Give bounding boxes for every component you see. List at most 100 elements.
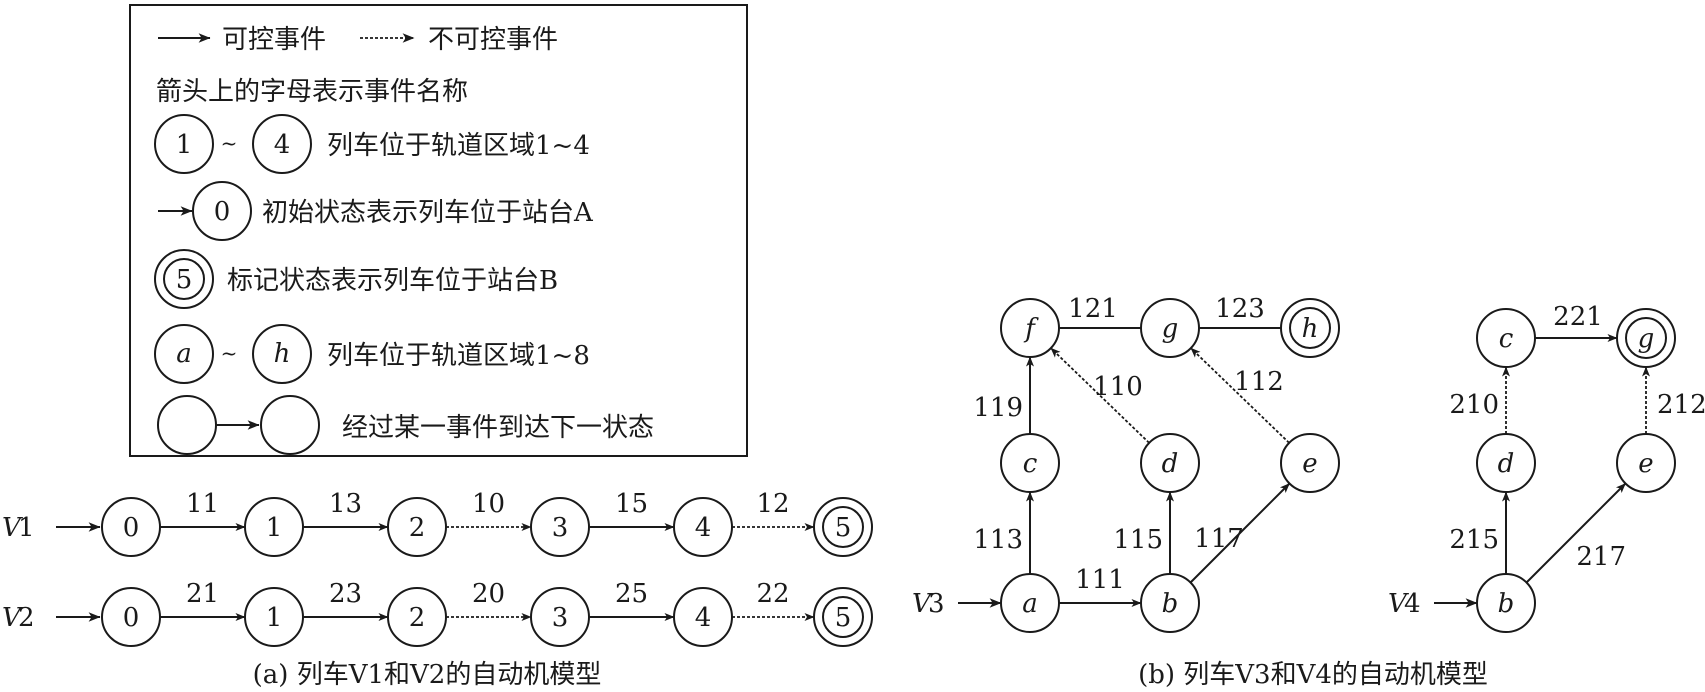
panel-b-v3-label-number: 3 bbox=[928, 589, 945, 619]
legend-state-a bbox=[154, 324, 214, 384]
panel-b-v4-event-label: 212 bbox=[1657, 390, 1705, 420]
legend-marked-state-label: 5 bbox=[176, 265, 193, 295]
legend-to-state bbox=[260, 395, 320, 455]
panel-a-state-label: 3 bbox=[552, 603, 569, 633]
panel-b-v3-event-label: 112 bbox=[1234, 367, 1284, 397]
panel-b-v3-state-label: b bbox=[1162, 589, 1179, 619]
panel-b-v3-state-marked-ring bbox=[1289, 307, 1331, 349]
panel-a-event-label: 20 bbox=[472, 579, 505, 609]
panel-b-v3-state-label: e bbox=[1302, 449, 1317, 479]
panel-b-v4-state bbox=[1476, 573, 1536, 633]
panel-b-v3-event-label: 123 bbox=[1215, 294, 1265, 324]
legend-frame bbox=[129, 4, 748, 457]
panel-b-v3-state bbox=[1280, 433, 1340, 493]
panel-a-row-label-letter: V bbox=[2, 513, 23, 543]
panel-b-v4-state bbox=[1476, 433, 1536, 493]
panel-b-v3-state bbox=[1140, 433, 1200, 493]
panel-a-state-label: 0 bbox=[123, 603, 140, 633]
panel-a-event-label: 11 bbox=[186, 489, 219, 519]
legend-state-h bbox=[252, 324, 312, 384]
panel-b-v3-event-label: 110 bbox=[1093, 372, 1143, 402]
legend-tilde-1: ~ bbox=[221, 131, 238, 155]
panel-b-v4-event-label: 210 bbox=[1449, 390, 1499, 420]
panel-a-event-label: 21 bbox=[186, 579, 219, 609]
legend-from-state bbox=[157, 395, 217, 455]
panel-a-state-marked-ring bbox=[822, 506, 864, 548]
panel-b-v3-state bbox=[1140, 573, 1200, 633]
panel-b-v3-event-label: 113 bbox=[973, 525, 1023, 555]
panel-b-v3-label-letter: V bbox=[912, 589, 933, 619]
panel-b-v3-transition bbox=[1189, 482, 1291, 584]
panel-a-state-label: 5 bbox=[835, 603, 852, 633]
panel-b-v3-state-label: h bbox=[1302, 314, 1319, 344]
panel-a-event-label: 13 bbox=[329, 489, 362, 519]
panel-a-state-label: 5 bbox=[835, 513, 852, 543]
panel-b-v3-event-label: 115 bbox=[1113, 525, 1163, 555]
panel-b-v3-transition bbox=[1050, 347, 1150, 444]
panel-b-v4-state-marked-ring bbox=[1625, 317, 1667, 359]
legend-transition-desc: 经过某一事件到达下一状态 bbox=[342, 413, 654, 443]
panel-b-v4-transition bbox=[1525, 482, 1627, 584]
panel-a-state-label: 3 bbox=[552, 513, 569, 543]
legend-initial-desc: 初始状态表示列车位于站台A bbox=[262, 198, 594, 228]
panel-b-v4-state-label: e bbox=[1638, 449, 1653, 479]
legend-initial-state bbox=[192, 181, 252, 241]
panel-a-event-label: 10 bbox=[472, 489, 505, 519]
panel-b-v4-state-label: c bbox=[1499, 324, 1514, 354]
legend-state-h-label: h bbox=[274, 339, 291, 369]
legend-controllable-text: 可控事件 bbox=[222, 25, 326, 55]
legend-state-a-label: a bbox=[176, 339, 192, 369]
panel-b-v3-state bbox=[1000, 298, 1060, 358]
panel-b-v3-state-label: a bbox=[1022, 589, 1038, 619]
panel-b-v4-state-label: d bbox=[1498, 449, 1515, 479]
panel-b-v3-event-label: 111 bbox=[1075, 565, 1125, 595]
panel-b-v3-state-label: d bbox=[1162, 449, 1179, 479]
legend-state-4 bbox=[252, 114, 312, 174]
panel-a-event-label: 12 bbox=[756, 489, 789, 519]
panel-b-v4-state-label: b bbox=[1498, 589, 1515, 619]
legend-uncontrollable-text: 不可控事件 bbox=[428, 25, 558, 55]
panel-a-event-label: 23 bbox=[329, 579, 362, 609]
panel-a-event-label: 15 bbox=[615, 489, 648, 519]
panel-b-v3-state-label: c bbox=[1023, 449, 1038, 479]
panel-a-event-label: 25 bbox=[615, 579, 648, 609]
panel-b-caption: (b) 列车V3和V4的自动机模型 bbox=[1138, 660, 1488, 690]
panel-b-v3-state bbox=[1000, 573, 1060, 633]
panel-a-state-label: 4 bbox=[695, 603, 712, 633]
panel-b-v3-transition bbox=[1190, 347, 1290, 444]
legend-state-4-label: 4 bbox=[274, 130, 291, 160]
panel-a-state-label: 2 bbox=[409, 603, 426, 633]
panel-b-v4-state bbox=[1616, 433, 1676, 493]
panel-a-row-label-number: 1 bbox=[18, 513, 35, 543]
panel-a-state-label: 1 bbox=[266, 603, 283, 633]
panel-b-v3-event-label: 117 bbox=[1194, 524, 1244, 554]
panel-b-v4-label-letter: V bbox=[1388, 589, 1409, 619]
panel-a-state-label: 2 bbox=[409, 513, 426, 543]
panel-b-v4-event-label: 221 bbox=[1553, 302, 1603, 332]
panel-b-v3-state-label: g bbox=[1162, 314, 1179, 344]
panel-b-v3-event-label: 119 bbox=[973, 393, 1023, 423]
legend-marked-desc: 标记状态表示列车位于站台B bbox=[227, 266, 558, 296]
legend-letter-desc: 列车位于轨道区域1~8 bbox=[327, 341, 590, 371]
panel-b-v4-event-label: 215 bbox=[1449, 525, 1499, 555]
panel-a-event-label: 22 bbox=[756, 579, 789, 609]
legend: 可控事件 不可控事件 箭头上的字母表示事件名称 1 ~ 4 列车位于轨道区域1~… bbox=[129, 4, 748, 457]
panel-b-v3-event-label: 121 bbox=[1068, 294, 1118, 324]
panel-b-v4-label-number: 4 bbox=[1404, 589, 1421, 619]
legend-tilde-2: ~ bbox=[221, 341, 238, 365]
panel-b-v4-state bbox=[1476, 308, 1536, 368]
legend-letters-note: 箭头上的字母表示事件名称 bbox=[156, 77, 468, 107]
panel-b-v3-state bbox=[1000, 433, 1060, 493]
panel-a-state-label: 1 bbox=[266, 513, 283, 543]
panel-a-state-label: 4 bbox=[695, 513, 712, 543]
panel-a-caption: (a) 列车V1和V2的自动机模型 bbox=[253, 660, 602, 690]
panel-a-row-label-letter: V bbox=[2, 603, 23, 633]
legend-marked-state-inner bbox=[163, 258, 205, 300]
panel-a-state-label: 0 bbox=[123, 513, 140, 543]
panel-a-row-label-number: 2 bbox=[18, 603, 35, 633]
panel-b-v3-state bbox=[1140, 298, 1200, 358]
panel-b-v4-state-label: g bbox=[1638, 324, 1655, 354]
